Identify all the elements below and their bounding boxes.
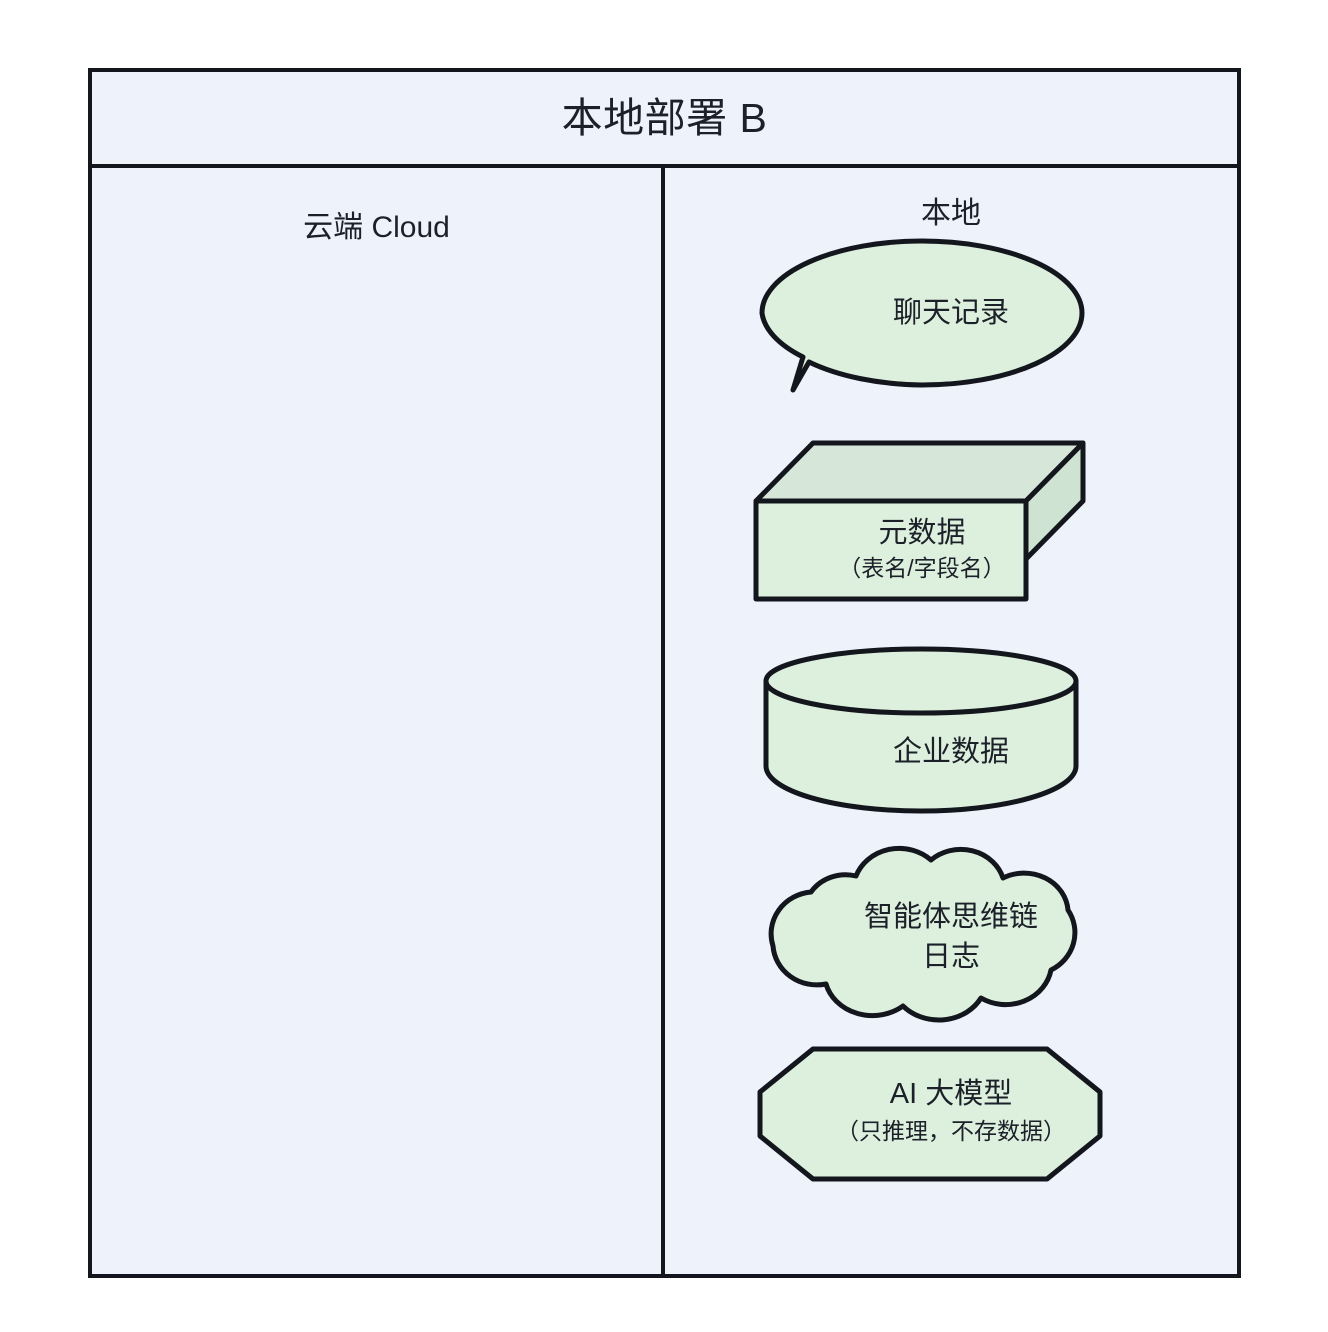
lane-local: 本地 聊天记录 <box>665 168 1237 1274</box>
cylinder-icon <box>761 646 1081 821</box>
lane-local-label: 本地 <box>921 197 981 230</box>
node-agent-cot-log[interactable]: 智能体思维链 日志 <box>665 845 1237 1023</box>
lane-cloud-label: 云端 Cloud <box>303 211 450 244</box>
deployment-frame: 本地部署 B 云端 Cloud 本地 聊天记录 <box>88 68 1241 1278</box>
node-chat-log[interactable]: 聊天记录 <box>665 238 1237 398</box>
page-title: 本地部署 B <box>561 94 768 141</box>
node-metadata[interactable]: 元数据 （表名/字段名） <box>665 433 1237 608</box>
octagon-icon <box>755 1044 1105 1184</box>
lane-cloud: 云端 Cloud <box>92 168 665 1274</box>
speech-bubble-icon <box>757 238 1087 398</box>
lane-container: 云端 Cloud 本地 聊天记录 <box>92 168 1237 1274</box>
cloud-icon <box>753 845 1103 1023</box>
node-enterprise-data[interactable]: 企业数据 <box>665 646 1237 821</box>
cube-3d-icon <box>753 433 1093 608</box>
node-ai-llm[interactable]: AI 大模型 （只推理，不存数据） <box>665 1044 1237 1189</box>
diagram-header: 本地部署 B <box>92 72 1237 168</box>
